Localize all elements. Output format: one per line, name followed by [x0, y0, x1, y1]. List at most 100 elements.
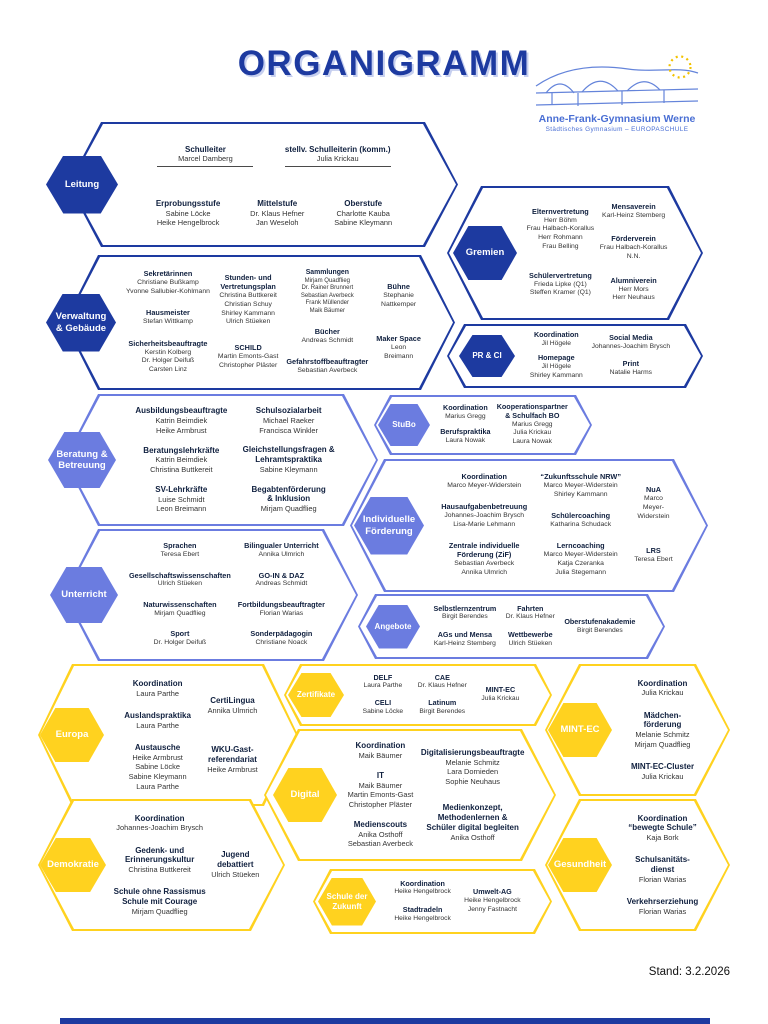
person-name: Jil Högele	[541, 363, 571, 371]
group-title: Sport	[170, 628, 190, 638]
person-name: Jil Högele	[541, 340, 571, 348]
person-name: Teresa Ebert	[634, 555, 673, 563]
person-name: Julia Stegemann	[555, 568, 606, 576]
group-names: Andreas Schmidt	[256, 580, 308, 589]
group-title: Medienscouts	[353, 819, 408, 829]
person-name: Johannes-Joachim Brysch	[591, 343, 671, 351]
person-name: Maik Bäumer	[309, 307, 345, 314]
person-name: Jenny Fastnacht	[467, 905, 517, 913]
group-title: Oberstufe	[344, 198, 383, 208]
group-names: Kaja Bork	[628, 833, 696, 843]
group-title: Koordination	[134, 813, 185, 823]
person-name: Karl-Heinz Stemberg	[433, 639, 496, 647]
group-names: Frieda Lipke (Q1)Steffen Kramer (Q1)	[529, 281, 592, 299]
section-label-verwaltung: Verwaltung & Gebäude	[46, 293, 116, 352]
group-title: Gesellschaftswissenschaften	[129, 570, 231, 580]
group-title: Mensaverein	[611, 201, 656, 211]
person-name: Heike Armbrust	[207, 764, 258, 774]
section-surface	[66, 396, 376, 524]
person-name: Marco Meyer-Widerstein	[543, 482, 618, 490]
person-name: Natalie Harms	[609, 368, 653, 376]
person-name: Christiane Bußkamp	[137, 278, 199, 286]
group-title: Sonderpädagogin	[250, 628, 313, 638]
person-name: Herr Böhm	[543, 216, 577, 224]
person-name: Birgit Berendes	[419, 707, 466, 715]
person-name: Sebastian Averbeck	[454, 559, 515, 567]
section-label-gremien: Gremien	[453, 226, 517, 280]
group-title: Sicherheitsbeauftragte	[128, 338, 208, 348]
group-title: Maker Space	[376, 334, 421, 344]
person-name: Laura Parthe	[363, 682, 403, 690]
group-names: Heike Armbrust	[207, 765, 258, 775]
group-title: Naturwissenschaften	[143, 599, 217, 609]
person-name: Leon Breimann	[156, 504, 207, 514]
group-title: Berufspraktika	[440, 427, 491, 437]
person-name: Anika Osthoff	[358, 829, 403, 839]
group-title: Sammlungen	[305, 269, 349, 277]
person-name: Maik Bäumer	[358, 751, 403, 760]
person-name: Sabine Löcke	[135, 762, 180, 772]
person-name: Heike Hengelbrock	[394, 914, 451, 922]
group: Medienkonzept, Methodenlernen & Schüler …	[426, 803, 518, 842]
person-name: Kerstin Kolberg	[144, 348, 192, 356]
person-name: Johannes-Joachim Brysch	[444, 512, 525, 520]
group-names: Sabine Löcke	[363, 708, 404, 717]
group-names: Dr. Klaus Hefner	[506, 613, 555, 622]
person-name: Julia Krickau	[513, 429, 552, 437]
person-name: Karl-Heinz Stemberg	[602, 211, 666, 219]
group-title: Ausbildungsbeauftragte	[135, 406, 228, 416]
person-name: Christiane Noack	[255, 638, 308, 646]
school-name: Anne-Frank-Gymnasium Werne	[538, 113, 696, 125]
person-name: Marius Gregg	[512, 420, 553, 428]
group-title: Schülercoaching	[551, 511, 611, 521]
person-name: Sophie Neuhaus	[445, 776, 500, 786]
section-label-europa: Europa	[40, 708, 104, 762]
group-title: Wettbewerbe	[507, 629, 553, 639]
group: Schule ohne Rassismus Schule mit Courage…	[114, 887, 206, 916]
person-name: Sebastian Averbeck	[347, 839, 414, 849]
group-names: Natalie Harms	[610, 369, 652, 378]
group-names: Julia Krickau	[638, 688, 688, 698]
